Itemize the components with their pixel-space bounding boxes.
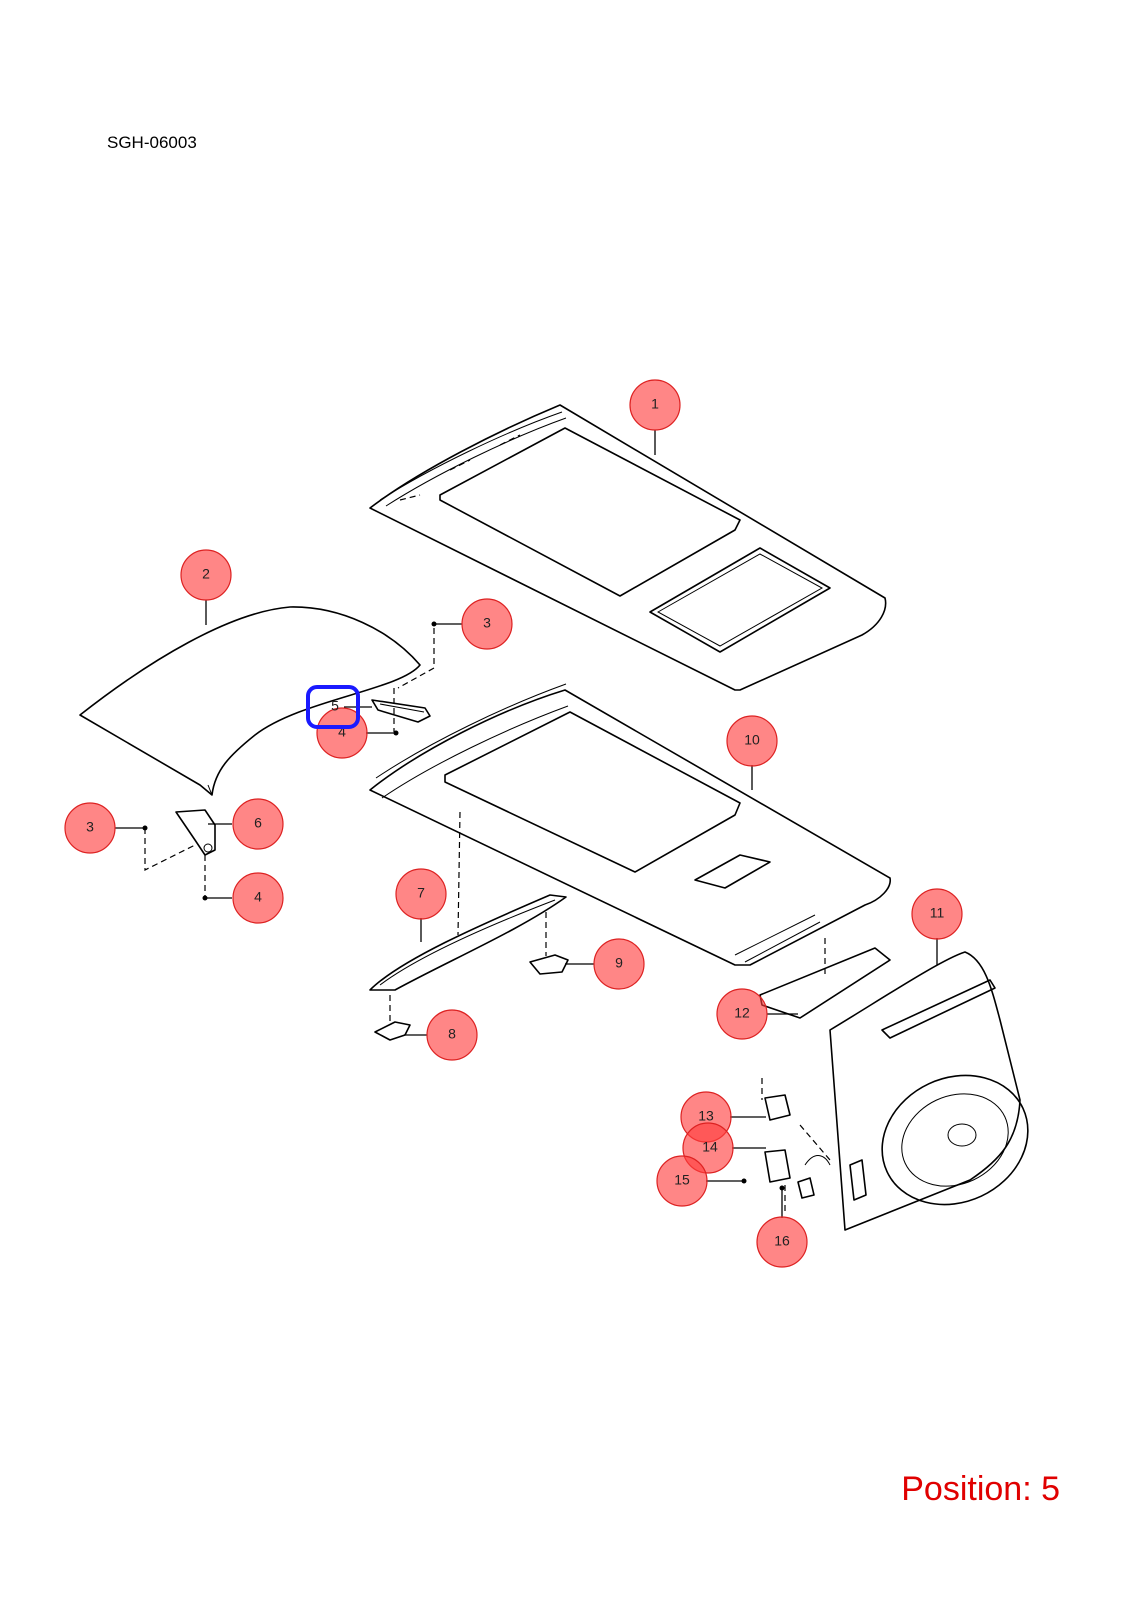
callout-3-left[interactable]: 3 <box>64 802 116 854</box>
callout-9-label: 9 <box>615 955 623 971</box>
assembly-guide-lines <box>144 628 831 1215</box>
callout-5[interactable]: 5 <box>306 685 360 729</box>
callout-12-label: 12 <box>734 1005 750 1021</box>
callout-4-top-label: 4 <box>338 724 346 740</box>
callout-15-label: 15 <box>674 1172 690 1188</box>
callout-7-label: 7 <box>417 885 425 901</box>
callout-leaders <box>115 430 938 1218</box>
rear-body-panel <box>829 951 1029 1231</box>
callout-1[interactable]: 1 <box>629 379 681 431</box>
tailgate-hinge-hardware <box>764 1094 867 1201</box>
callout-8[interactable]: 8 <box>426 1009 478 1061</box>
selected-callout-highlight <box>306 685 360 729</box>
callout-8-label: 8 <box>448 1026 456 1042</box>
callout-9[interactable]: 9 <box>593 938 645 990</box>
roof-panel-outer <box>369 404 887 691</box>
callout-6[interactable]: 6 <box>232 798 284 850</box>
header-bracket-left <box>374 1021 411 1041</box>
rear-header-part <box>369 894 567 991</box>
callout-6-label: 6 <box>254 815 262 831</box>
callout-16[interactable]: 16 <box>756 1216 808 1268</box>
callout-1-label: 1 <box>651 396 659 412</box>
callout-13-label: 13 <box>698 1108 714 1124</box>
callout-16-label: 16 <box>774 1233 790 1249</box>
hinge-bracket-part <box>175 809 216 856</box>
roof-cover <box>79 606 421 796</box>
callout-5-label: 5 <box>331 698 339 714</box>
callout-10[interactable]: 10 <box>726 715 778 767</box>
callout-2-label: 2 <box>202 566 210 582</box>
callout-15[interactable]: 15 <box>656 1155 708 1207</box>
callout-2[interactable]: 2 <box>180 549 232 601</box>
callout-12[interactable]: 12 <box>716 988 768 1040</box>
callout-4-top[interactable]: 4 <box>316 707 368 759</box>
diagram-code: SGH-06003 <box>107 133 197 152</box>
callout-11[interactable]: 11 <box>911 888 963 940</box>
callout-4-bottom-label: 4 <box>254 889 262 905</box>
callout-3-left-label: 3 <box>86 819 94 835</box>
callout-3-top[interactable]: 3 <box>461 598 513 650</box>
rail-bracket-part <box>371 699 431 723</box>
position-readout: Position: 5 <box>901 1470 1060 1508</box>
callout-11-label: 11 <box>930 905 945 921</box>
header-bracket-right <box>529 954 569 975</box>
callout-10-label: 10 <box>744 732 760 748</box>
callout-3-top-label: 3 <box>483 615 491 631</box>
roof-panel-inner <box>369 683 891 966</box>
callout-4-bottom[interactable]: 4 <box>232 872 284 924</box>
callout-7[interactable]: 7 <box>395 868 447 920</box>
callout-14-label: 14 <box>702 1139 718 1155</box>
